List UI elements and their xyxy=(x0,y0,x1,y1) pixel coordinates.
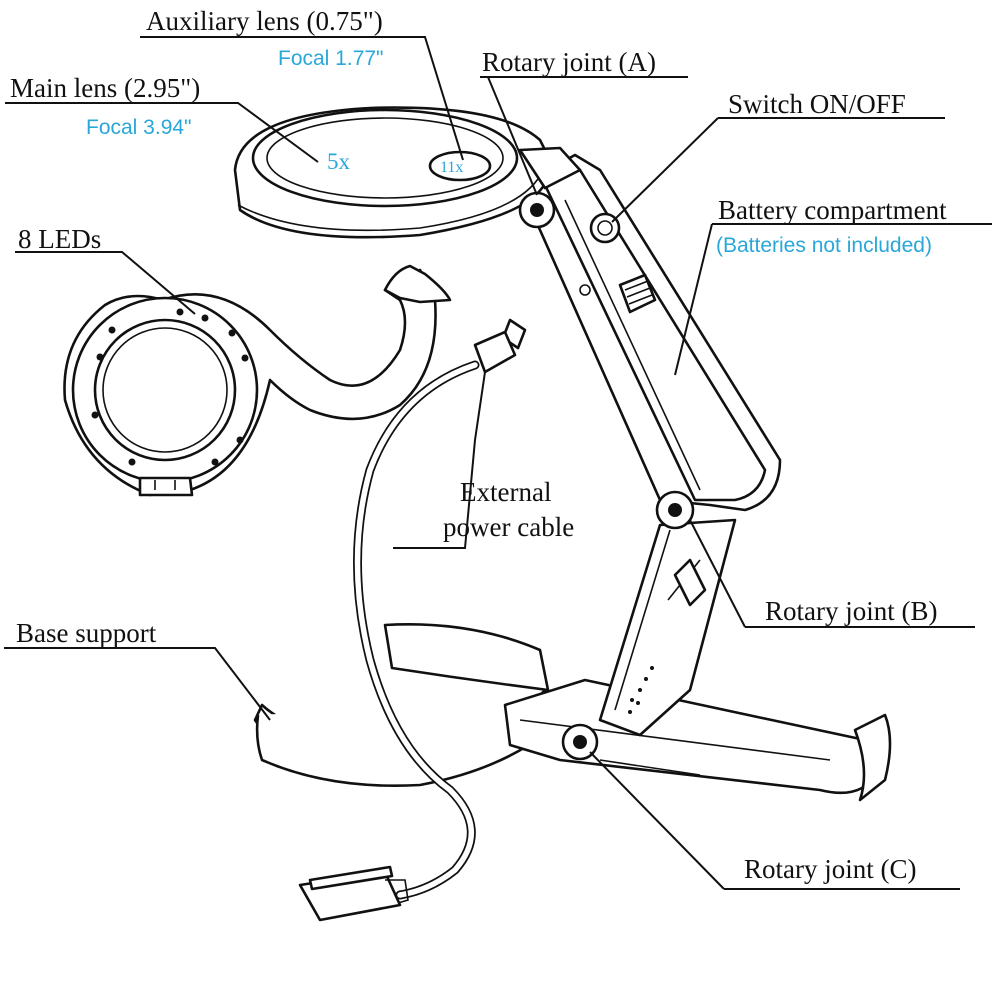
cable-label-line1: External xyxy=(460,477,552,507)
switch-label: Switch ON/OFF xyxy=(728,89,906,119)
callout-lines xyxy=(4,36,992,890)
led-ring-inset-drawing xyxy=(63,268,437,497)
joint-b-drawing xyxy=(655,490,695,530)
battery-compartment-label: Battery compartment xyxy=(718,195,947,225)
rotary-joint-a-label: Rotary joint (A) xyxy=(482,47,656,77)
main-magnification-mark: 5x xyxy=(327,149,350,174)
joint-c-drawing xyxy=(561,723,599,761)
auxiliary-lens-label: Auxiliary lens (0.75") xyxy=(146,6,383,36)
joint-a-drawing xyxy=(518,191,556,229)
batteries-note-label: (Batteries not included) xyxy=(716,234,932,257)
base-support-label: Base support xyxy=(16,618,157,648)
lens-head-drawing xyxy=(233,106,582,239)
inset-arrow xyxy=(383,264,452,304)
power-cable-drawing xyxy=(298,318,527,922)
main-focal-label: Focal 3.94" xyxy=(86,116,192,139)
auxiliary-focal-label: Focal 1.77" xyxy=(278,47,384,70)
lower-arm-drawing xyxy=(598,518,737,737)
aux-magnification-mark: 11x xyxy=(440,159,464,176)
rotary-joint-c-label: Rotary joint (C) xyxy=(744,854,917,884)
upper-arm-drawing xyxy=(518,153,782,512)
base-support-drawing xyxy=(253,622,892,802)
main-lens-label: Main lens (2.95") xyxy=(10,73,201,103)
cable-label-line2: power cable xyxy=(443,512,575,542)
led-dots xyxy=(91,308,249,466)
rotary-joint-b-label: Rotary joint (B) xyxy=(765,596,938,626)
leds-label: 8 LEDs xyxy=(18,224,102,254)
